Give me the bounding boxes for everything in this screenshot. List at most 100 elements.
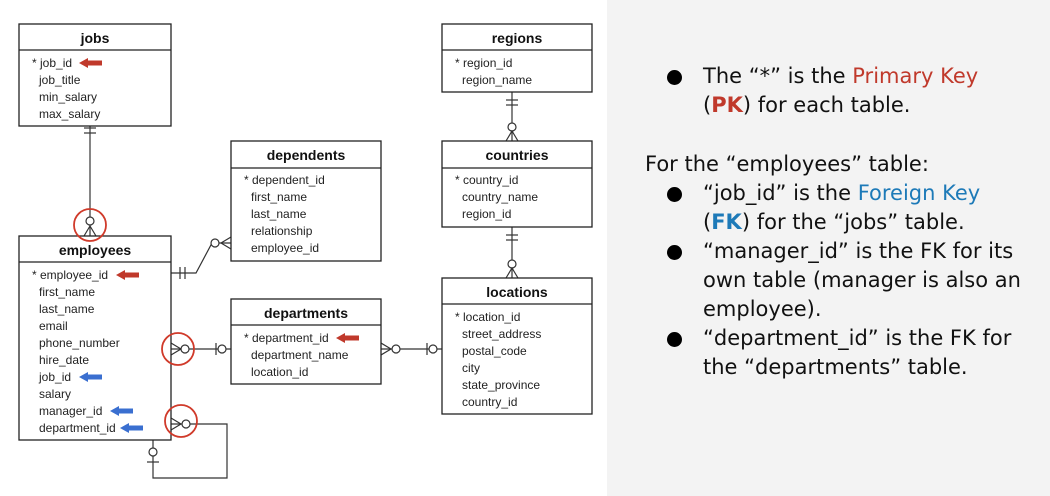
fk-arrow-department-id: [120, 423, 143, 433]
optional-circle: [391, 344, 401, 354]
fk-abbr: FK: [711, 210, 742, 234]
note-text: “manager_id” is the FK for its own table…: [703, 239, 1021, 321]
table-dependents: dependents * dependent_id first_name last_n…: [230, 140, 382, 262]
optional-circle: [428, 344, 438, 354]
note-text: The “*” is the: [703, 64, 853, 88]
table-box: [441, 277, 593, 415]
optional-circle: [180, 344, 190, 354]
foreign-key-term: Foreign Key: [857, 181, 981, 205]
column-name: * job_id: [32, 56, 72, 70]
note-text: “department_id” is the FK for the “depar…: [703, 326, 1012, 379]
column-name: job_id: [38, 370, 71, 384]
highlight-circle: [161, 332, 195, 366]
optional-circle: [148, 447, 158, 457]
note-primary-key: The “*” is the Primary Key (PK) for each…: [645, 62, 1045, 120]
column-name: max_salary: [39, 107, 100, 121]
note-department-id: “department_id” is the FK for the “depar…: [645, 324, 1045, 382]
arrow-head: [110, 406, 119, 416]
column-name: * location_id: [455, 310, 520, 324]
pk-abbr: PK: [711, 93, 743, 117]
optional-circle: [181, 419, 191, 429]
column-name: hire_date: [39, 353, 89, 367]
arrow-shaft: [119, 408, 133, 414]
markers-layer: [73, 58, 359, 438]
crow-foot: [219, 236, 232, 250]
table-name: departments: [264, 305, 348, 321]
bullet-dot: [667, 70, 682, 85]
column-name: city: [462, 361, 480, 375]
arrow-shaft: [88, 374, 102, 380]
table-box: [230, 298, 382, 385]
optional-circle: [507, 259, 517, 269]
notes-panel: The “*” is the Primary Key (PK) for each…: [645, 62, 1045, 382]
arrow-head: [116, 270, 125, 280]
crow-foot: [505, 266, 519, 279]
note-text: ) for each table.: [742, 93, 911, 117]
column-name: region_name: [462, 73, 532, 87]
column-name: * employee_id: [32, 268, 108, 282]
column-name: phone_number: [39, 336, 120, 350]
column-name: relationship: [251, 224, 313, 238]
column-name: country_name: [462, 190, 538, 204]
optional-circle: [210, 238, 220, 248]
table-name: regions: [492, 30, 543, 46]
pk-arrow-department-id: [336, 333, 359, 343]
table-name: dependents: [267, 147, 346, 163]
column-name: job_title: [38, 73, 81, 87]
note-manager-id: “manager_id” is the FK for its own table…: [645, 237, 1045, 324]
crow-foot: [83, 224, 97, 237]
optional-circle: [507, 122, 517, 132]
arrow-head: [120, 423, 129, 433]
column-name: * region_id: [455, 56, 512, 70]
column-name: * department_id: [244, 331, 329, 345]
column-name: email: [39, 319, 68, 333]
crow-foot: [505, 129, 519, 142]
table-name: countries: [485, 147, 548, 163]
bullet-dot: [667, 332, 682, 347]
arrow-shaft: [125, 272, 139, 278]
column-name: postal_code: [462, 344, 527, 358]
crow-foot: [170, 417, 183, 431]
highlight-circle: [164, 404, 198, 438]
column-name: state_province: [462, 378, 540, 392]
note-text: ) for the “jobs” table.: [741, 210, 965, 234]
column-name: last_name: [251, 207, 307, 221]
arrow-shaft: [129, 425, 143, 431]
primary-key-term: Primary Key: [852, 64, 979, 88]
column-name: * dependent_id: [244, 173, 325, 187]
column-name: department_id: [39, 421, 116, 435]
column-name: employee_id: [251, 241, 319, 255]
column-name: first_name: [251, 190, 307, 204]
table-departments: departments * department_id department_nam…: [230, 298, 382, 385]
pk-arrow-employee-id: [116, 270, 139, 280]
table-jobs: jobs* job_idjob_titlemin_salarymax_salar…: [18, 23, 172, 127]
column-name: country_id: [462, 395, 517, 409]
column-name: department_name: [251, 348, 349, 362]
highlight-circle: [73, 208, 107, 242]
crow-foot: [380, 342, 393, 356]
bullet-dot: [667, 187, 682, 202]
table-box: [18, 235, 172, 441]
table-countries: countries * country_id country_name region_…: [441, 140, 593, 228]
column-name: region_id: [462, 207, 511, 221]
arrow-head: [336, 333, 345, 343]
note-text: “job_id” is the: [703, 181, 858, 205]
table-employees: employees* employee_idfirst_namelast_nam…: [18, 235, 172, 441]
table-box: [18, 23, 172, 127]
employees-self-line: [152, 423, 228, 479]
tables-layer: jobs* job_idjob_titlemin_salarymax_salar…: [18, 23, 593, 441]
table-name: employees: [59, 242, 132, 258]
column-name: last_name: [39, 302, 95, 316]
column-name: * country_id: [455, 173, 518, 187]
column-name: street_address: [462, 327, 541, 341]
column-name: location_id: [251, 365, 308, 379]
column-name: manager_id: [39, 404, 102, 418]
table-locations: locations* location_idstreet_addresspost…: [441, 277, 593, 415]
table-box: [441, 23, 593, 93]
fk-arrow-manager-id: [110, 406, 133, 416]
pk-arrow-job-id: [79, 58, 102, 68]
note-job-id: “job_id” is the Foreign Key (FK) for the…: [645, 179, 1045, 237]
optional-circle: [217, 344, 227, 354]
column-name: salary: [39, 387, 71, 401]
